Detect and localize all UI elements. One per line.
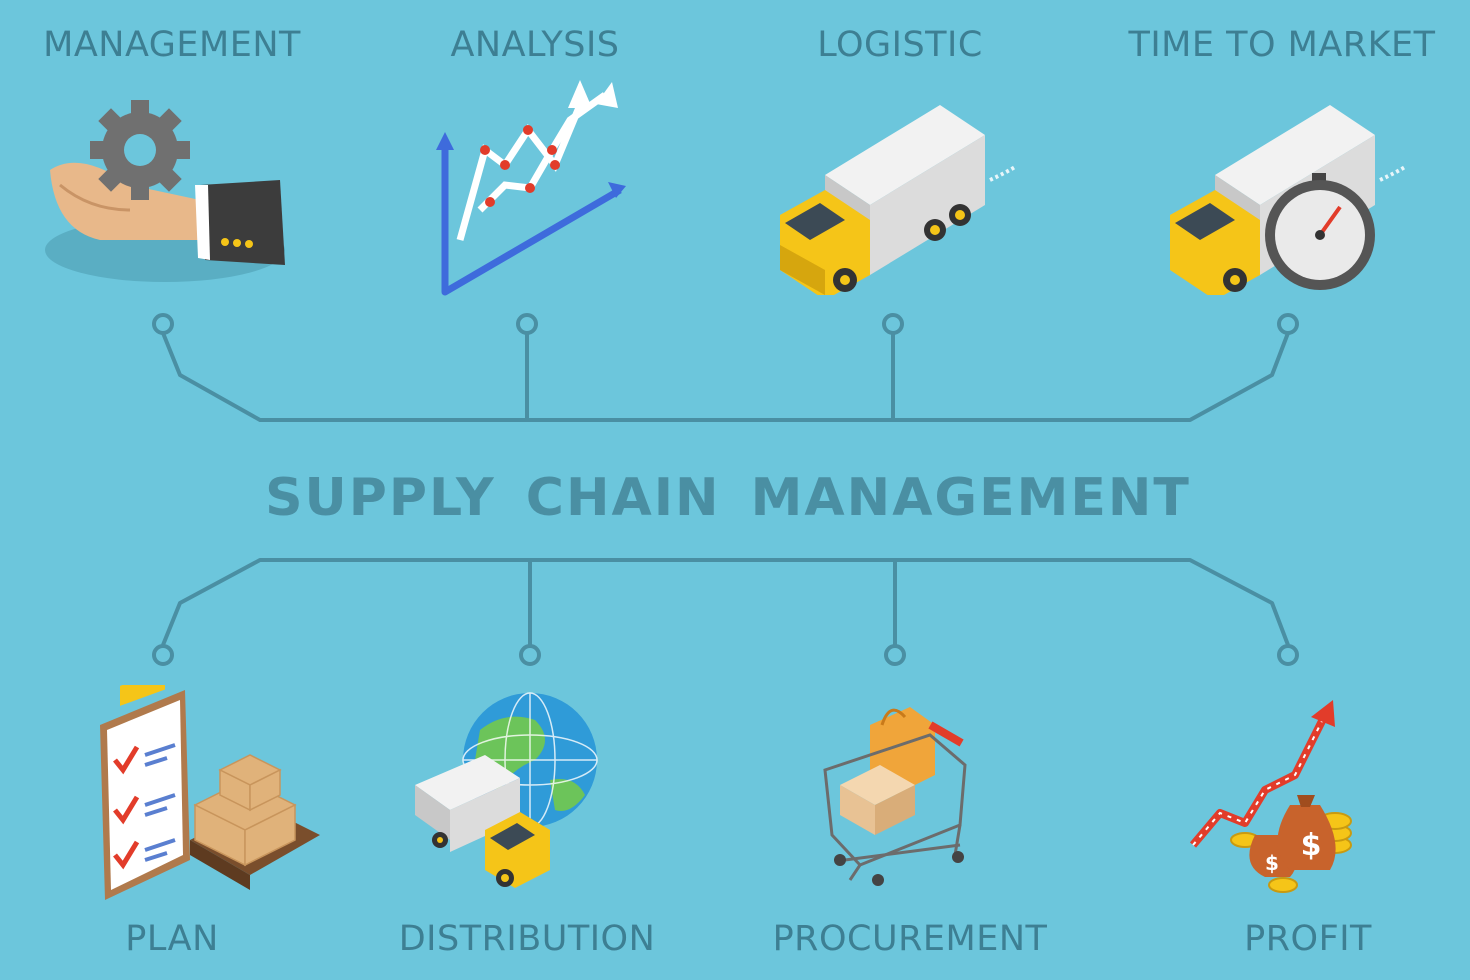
node-dot [1277,313,1299,335]
chart-arrows-icon [436,80,626,296]
label-procurement: PROCUREMENT [772,919,1048,959]
clipboard-boxes-icon [100,685,320,900]
hand-gear-icon [45,100,285,282]
label-management: MANAGEMENT [43,25,301,65]
shopping-cart-icon [823,707,967,886]
label-analysis: ANALYSIS [450,25,620,65]
delivery-truck-icon [780,105,1017,295]
label-logistic: LOGISTIC [817,25,983,65]
node-dot [884,644,906,666]
diagram-title: SUPPLY CHAIN MANAGEMENT [265,468,1191,528]
node-dot [519,644,541,666]
truck-stopwatch-icon [1170,105,1407,295]
label-plan: PLAN [125,919,219,959]
svg-text:$: $ [1265,851,1279,875]
bottom-connector-plan [161,558,1290,646]
node-dot [152,644,174,666]
label-profit: PROFIT [1244,919,1372,959]
top-connector-management [161,332,1290,422]
node-dot [882,313,904,335]
svg-text:$: $ [1301,828,1322,863]
label-time-to-market: TIME TO MARKET [1128,25,1436,65]
label-distribution: DISTRIBUTION [398,919,656,959]
node-dot [516,313,538,335]
node-dot [152,313,174,335]
money-bags-icon: $ $ [1189,700,1352,893]
node-dot [1277,644,1299,666]
globe-truck-icon [415,692,598,888]
